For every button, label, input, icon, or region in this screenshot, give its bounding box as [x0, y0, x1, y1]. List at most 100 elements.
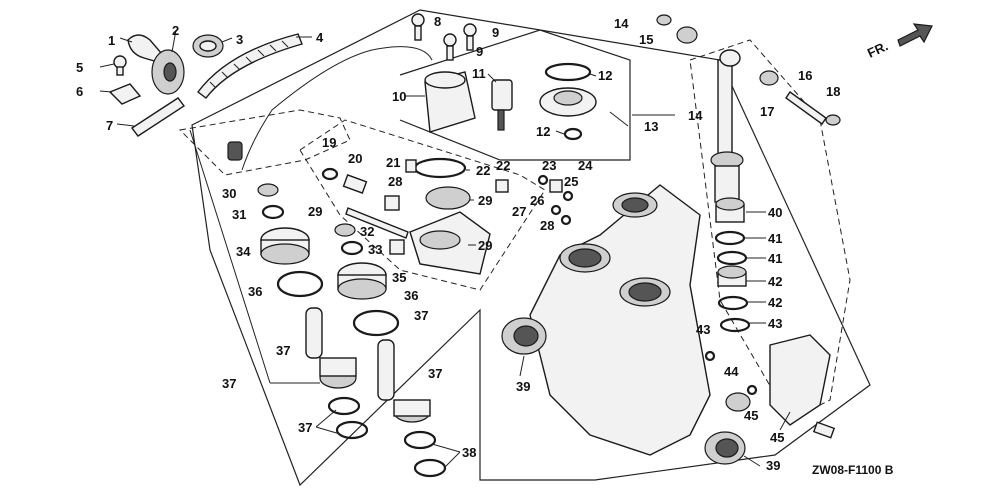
callout-44: 22	[496, 158, 510, 173]
callout-37a: 24	[578, 158, 593, 173]
ring-36b	[719, 317, 751, 333]
callout-12b: 37	[428, 366, 442, 381]
callout-22b: 17	[760, 104, 774, 119]
callout-12a: 37	[276, 343, 290, 358]
ring-16	[717, 295, 749, 311]
callout-36a: 41	[768, 251, 782, 266]
cap-14-a	[260, 227, 310, 265]
washer-38	[746, 384, 758, 396]
callout-17: 3	[236, 32, 243, 47]
callout-15: 29	[478, 193, 492, 208]
ring-37-e	[704, 350, 716, 362]
callout-32: 19	[322, 135, 336, 150]
seal-43a	[261, 204, 285, 220]
diagram-code: ZW08-F1100 B	[812, 463, 894, 477]
nut-45b	[825, 114, 841, 126]
o-ring-39b	[352, 309, 400, 337]
gear-pump-15	[425, 186, 471, 210]
callout-30: 5	[76, 60, 83, 75]
callout-28a: 28	[388, 174, 402, 189]
nut-45a	[656, 14, 672, 26]
callout-33: 12	[536, 124, 550, 139]
callout-19: 42	[768, 274, 782, 289]
callout-23: 16	[798, 68, 812, 83]
armature-6	[491, 79, 513, 131]
callout-37d: 27	[512, 204, 526, 219]
tilt-rod	[710, 49, 744, 203]
callout-6: 11	[472, 66, 486, 81]
callout-45a: 14	[614, 16, 629, 31]
valve-sub-outline	[299, 119, 546, 291]
plug-28b	[389, 239, 405, 255]
callout-28b: 35	[392, 270, 406, 285]
callout-22a: 15	[639, 32, 653, 47]
motor-sub-outline	[399, 29, 631, 161]
ring-32	[321, 167, 339, 181]
callout-13: 21	[386, 155, 400, 170]
callout-11: 29	[478, 238, 492, 253]
callout-45b: 18	[826, 84, 840, 99]
callout-9b: 39	[766, 458, 780, 473]
callout-29c: 9	[476, 44, 483, 59]
callout-41a: 37	[298, 420, 312, 435]
callout-34: 12	[598, 68, 612, 83]
end-cover-5	[539, 87, 597, 117]
ring-40	[714, 230, 746, 246]
leader-lines	[99, 29, 791, 469]
ring-37-a	[537, 174, 549, 186]
sleeve-9-b	[704, 431, 746, 465]
front-direction-arrow: FR.	[865, 23, 933, 61]
callout-43a: 31	[232, 207, 246, 222]
sleeve-9-a	[501, 317, 547, 355]
seal-33	[563, 127, 583, 141]
callout-5: 13	[644, 119, 658, 134]
callout-40: 41	[768, 231, 782, 246]
o-ring-35	[413, 157, 467, 179]
bushing-22a	[676, 26, 698, 44]
callout-16: 42	[768, 295, 782, 310]
callout-42b: 32	[360, 224, 374, 239]
callout-14a: 34	[236, 244, 251, 259]
ring-37-d	[560, 214, 572, 226]
callout-8: 2	[172, 23, 179, 38]
callout-39b: 37	[414, 308, 428, 323]
callout-25: 44	[724, 364, 739, 379]
seal-42b	[334, 223, 356, 237]
piston-18	[715, 197, 745, 223]
callout-14b: 36	[404, 288, 418, 303]
piston-12-b	[377, 339, 431, 423]
callout-4: 14	[688, 108, 703, 123]
plug-28a	[384, 195, 400, 211]
ring-36a	[716, 250, 748, 266]
valve-body-11	[409, 211, 491, 275]
direction-label: FR.	[865, 38, 890, 60]
trim-motor-7	[227, 46, 476, 171]
callout-2: 1	[108, 33, 115, 48]
callout-41b: 38	[462, 445, 476, 460]
piston-12-a	[305, 307, 357, 389]
callout-37c: 26	[530, 193, 544, 208]
callout-42a: 30	[222, 186, 236, 201]
callout-20: 20	[348, 151, 362, 166]
callout-37e: 28	[540, 218, 554, 233]
ring-37-c	[550, 204, 562, 216]
callout-29b: 9	[492, 25, 499, 40]
callout-38: 45	[744, 408, 758, 423]
callout-27: 29	[308, 204, 322, 219]
callout-9a: 39	[516, 379, 530, 394]
callout-29a: 8	[434, 14, 441, 29]
bushing-22b	[759, 70, 779, 86]
ring-41d	[413, 458, 447, 478]
bolt-30	[113, 55, 127, 76]
bolt-26	[812, 421, 836, 439]
grommet-17	[192, 34, 224, 58]
callout-24: 45	[770, 430, 784, 445]
callout-43b: 33	[368, 242, 382, 257]
callout-10: 37	[222, 376, 236, 391]
bolt-27	[345, 207, 409, 239]
callout-18: 40	[768, 205, 782, 220]
plug-13	[405, 159, 417, 173]
anode-24	[769, 334, 831, 426]
callout-1: 7	[106, 118, 113, 133]
callout-39a: 36	[248, 284, 262, 299]
